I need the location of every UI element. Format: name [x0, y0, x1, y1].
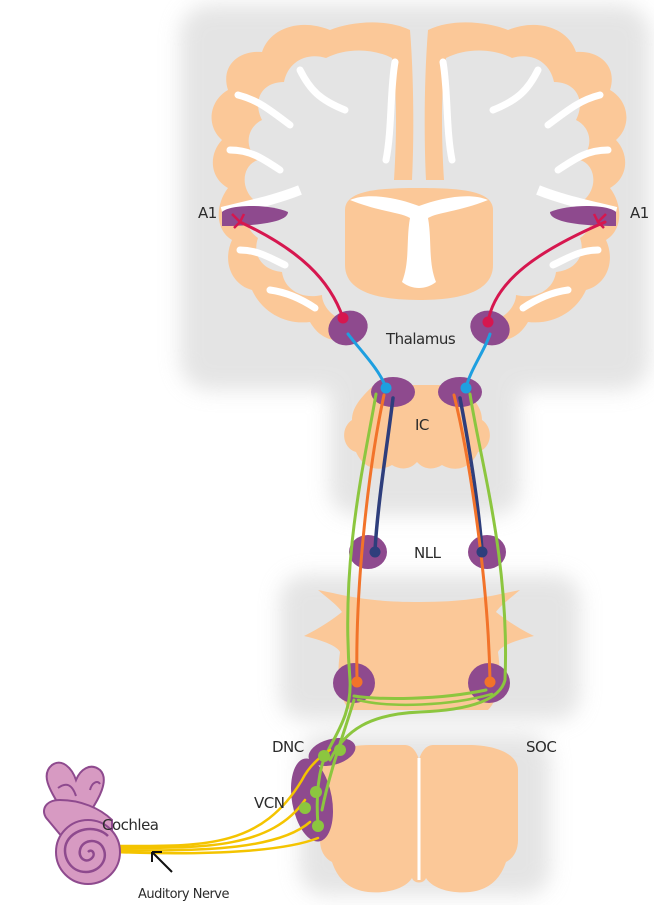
cochlea-label: Cochlea	[102, 816, 159, 834]
auditory-nerve-label: Auditory Nerve	[138, 887, 229, 902]
thalamus-label: Thalamus	[385, 330, 456, 348]
soc-label: SOC	[526, 738, 556, 756]
nll-left-nucleus	[349, 535, 387, 569]
nll-label: NLL	[414, 544, 442, 562]
dnc-label: DNC	[272, 738, 304, 756]
ic-label: IC	[415, 416, 429, 434]
auditory-nerve-arrow	[152, 852, 172, 872]
vcn-label: VCN	[254, 794, 284, 812]
a1-left-label: A1	[198, 204, 217, 222]
a1-right-label: A1	[630, 204, 649, 222]
